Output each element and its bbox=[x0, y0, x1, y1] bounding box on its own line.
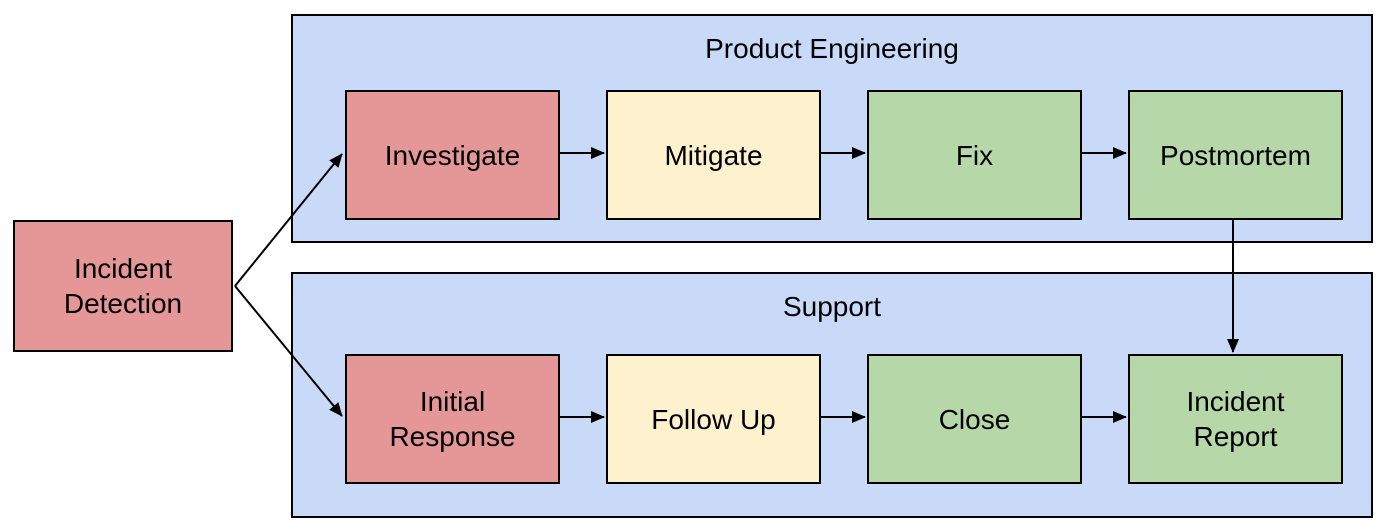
node-follow-up: Follow Up bbox=[606, 354, 821, 484]
node-postmortem: Postmortem bbox=[1128, 90, 1343, 220]
node-close: Close bbox=[867, 354, 1082, 484]
node-initial-response-label: Initial Response bbox=[389, 386, 516, 452]
node-fix: Fix bbox=[867, 90, 1082, 220]
node-mitigate-label: Mitigate bbox=[664, 139, 763, 171]
group-support: Support Initial Response Follow Up Close… bbox=[291, 272, 1373, 518]
group-title-support: Support bbox=[782, 291, 882, 322]
node-initial-response: Initial Response bbox=[345, 354, 560, 484]
node-investigate: Investigate bbox=[345, 90, 560, 220]
node-postmortem-label: Postmortem bbox=[1160, 139, 1311, 171]
node-follow-up-label: Follow Up bbox=[651, 403, 776, 435]
node-incident-report-label: Incident Report bbox=[1186, 386, 1285, 452]
group-product-engineering: Product Engineering Investigate Mitigate… bbox=[291, 14, 1373, 243]
node-incident-detection: Incident Detection bbox=[13, 220, 233, 352]
group-title-product-engineering: Product Engineering bbox=[705, 33, 959, 64]
node-close-label: Close bbox=[938, 403, 1011, 435]
node-incident-report: Incident Report bbox=[1128, 354, 1343, 484]
node-fix-label: Fix bbox=[955, 139, 994, 171]
node-incident-detection-label: Incident Detection bbox=[63, 253, 183, 319]
node-investigate-label: Investigate bbox=[384, 139, 521, 171]
node-mitigate: Mitigate bbox=[606, 90, 821, 220]
